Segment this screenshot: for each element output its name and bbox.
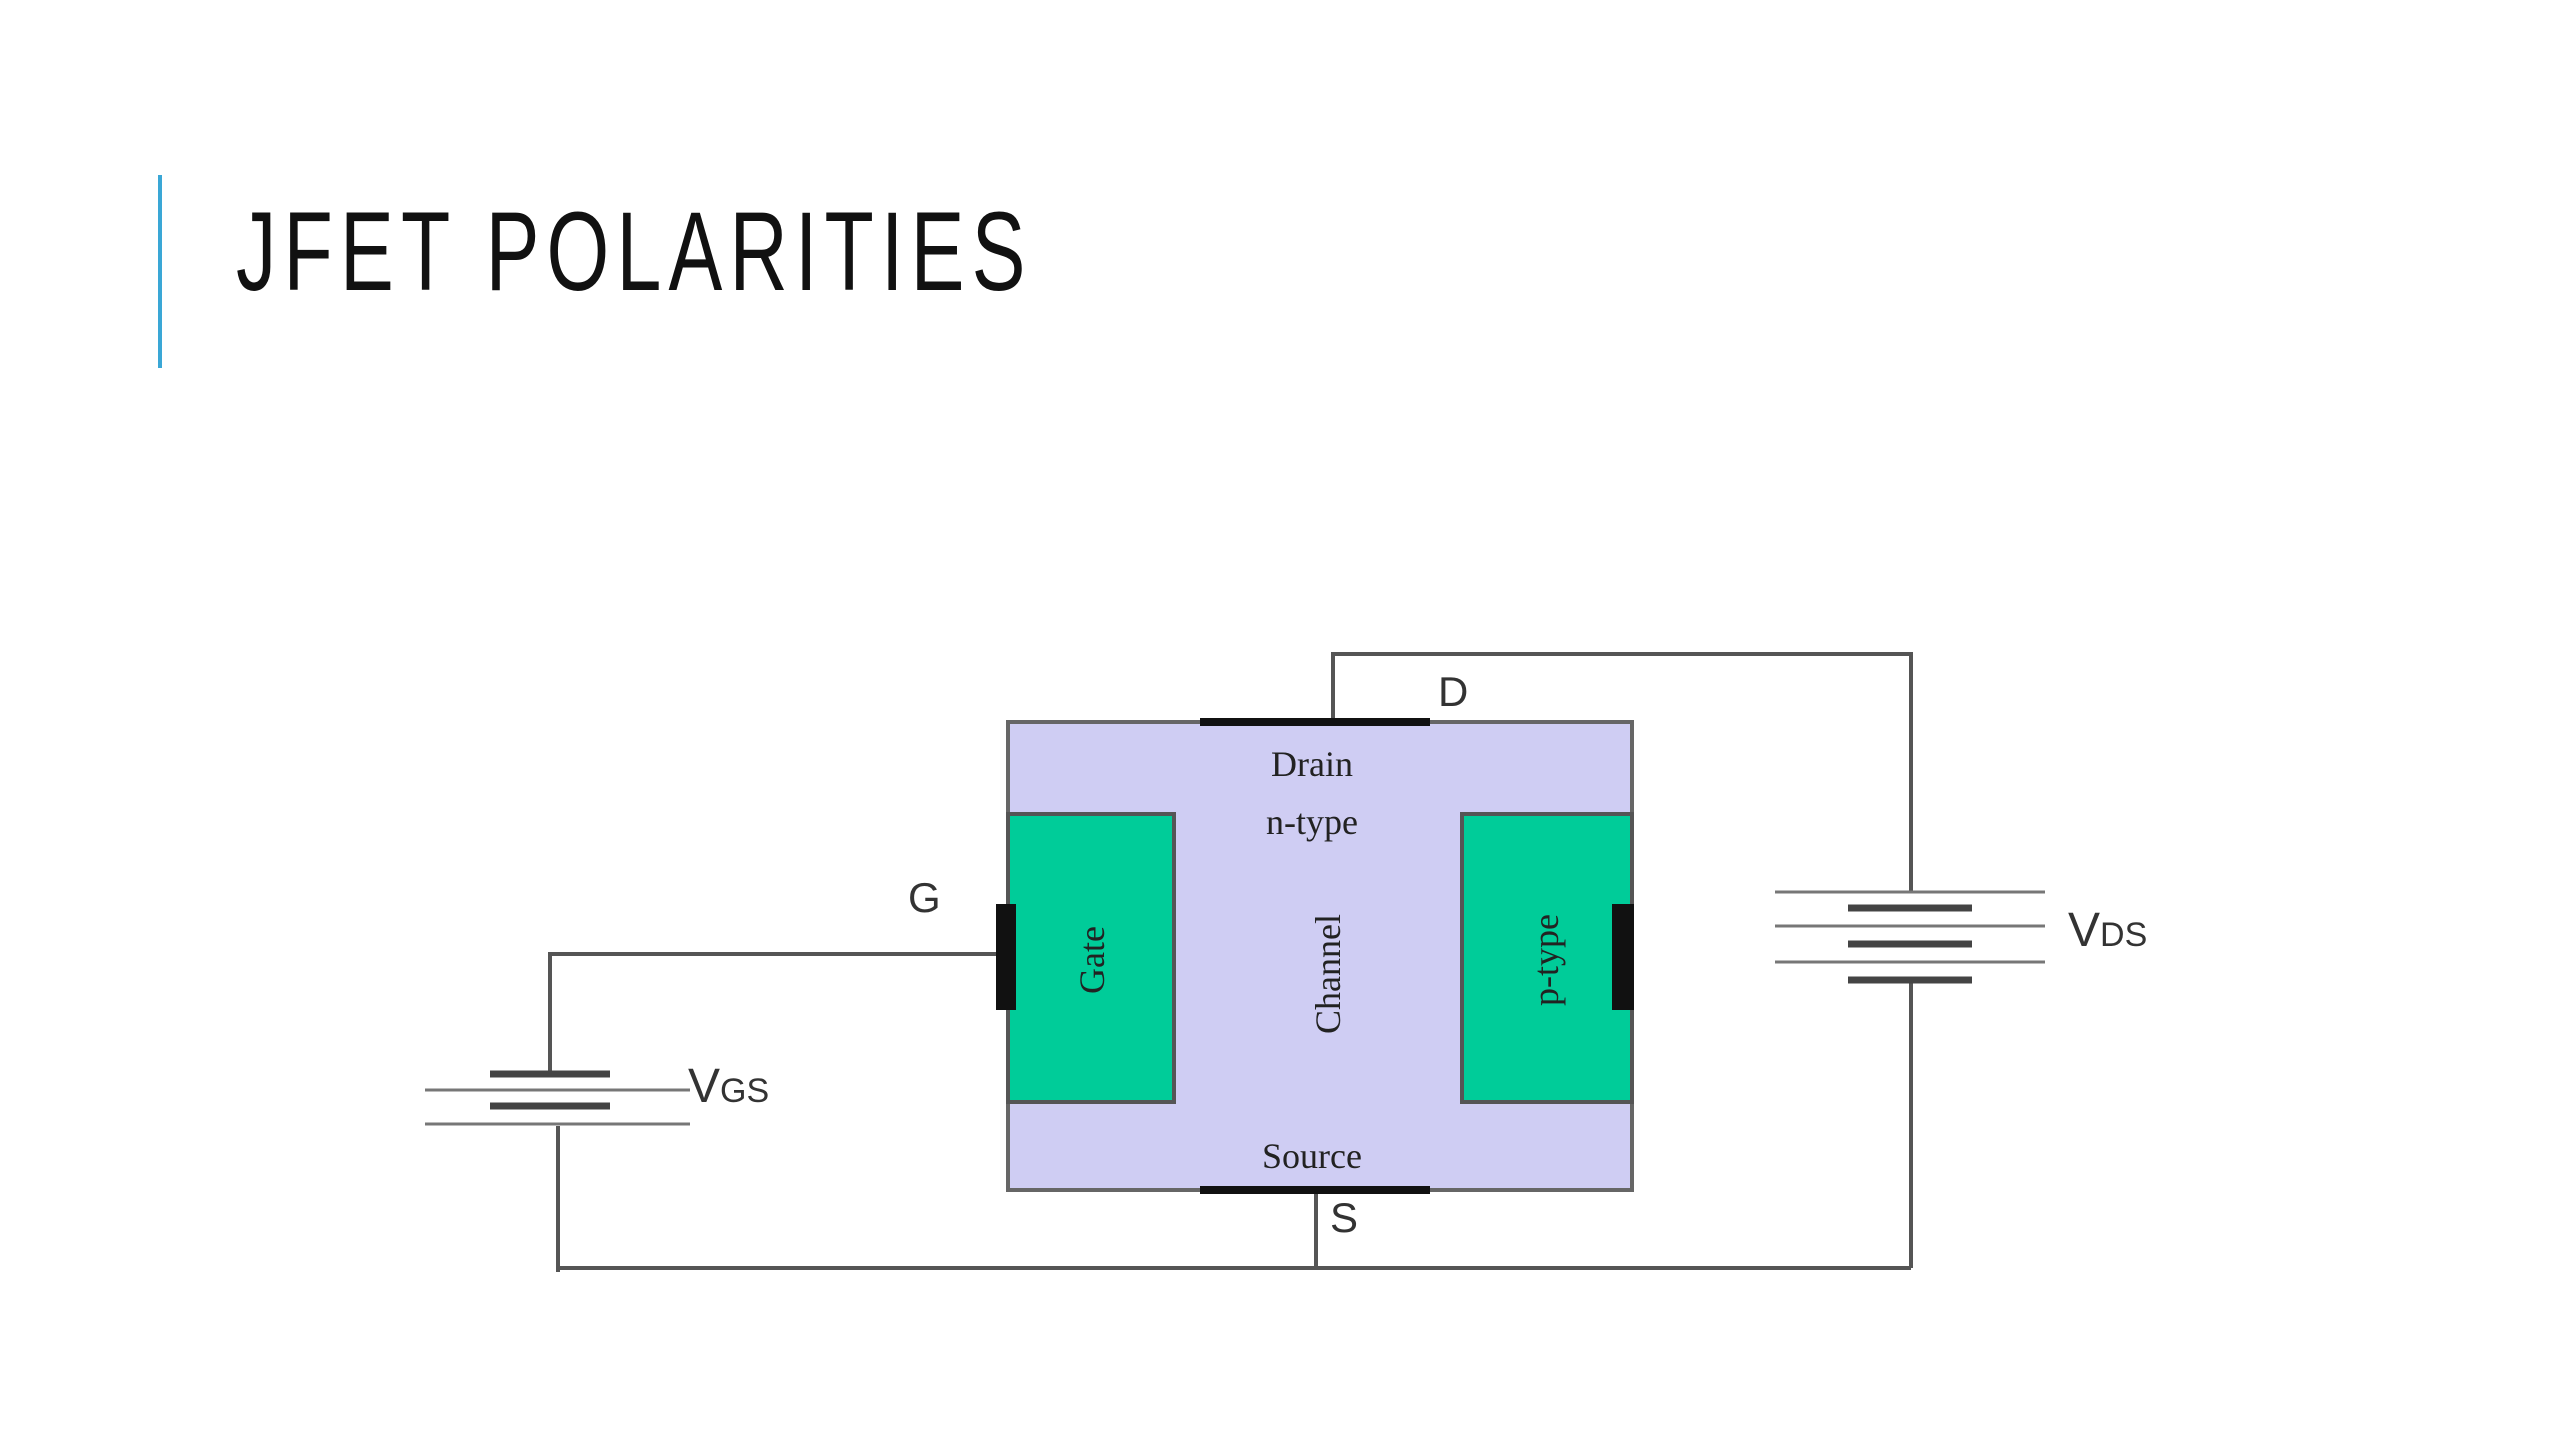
title-accent-bar [158, 175, 162, 368]
p-type-region-label: p-type [1526, 914, 1566, 1006]
source-terminal-label: S [1330, 1194, 1358, 1241]
gate-region-label: Gate [1072, 926, 1112, 994]
gate-region-left [1006, 812, 1176, 1104]
vds-label: VDS [2068, 904, 2147, 957]
gate-terminal-label: G [908, 874, 941, 921]
vds-label-sub: DS [2100, 916, 2147, 954]
wire-gate-vgs [548, 952, 1004, 1074]
slide-title: JFET POLARITIES [236, 189, 1033, 314]
drain-terminal-label: D [1438, 668, 1468, 715]
channel-type-label: n-type [1266, 802, 1358, 842]
drain-contact [1200, 718, 1430, 726]
vgs-label-main: V [688, 1060, 720, 1113]
wire-drain-vds [1331, 652, 1913, 892]
source-region-label: Source [1262, 1136, 1362, 1176]
vgs-battery [425, 1070, 690, 1126]
vgs-label: VGS [688, 1060, 769, 1113]
drain-region-label: Drain [1271, 744, 1353, 784]
vgs-label-sub: GS [720, 1072, 769, 1110]
source-contact [1200, 1186, 1430, 1194]
terminal-contacts [996, 718, 1634, 1194]
gate-contact-right [1612, 904, 1634, 1010]
vds-battery [1775, 890, 2045, 984]
circuit-wires [548, 652, 1913, 1272]
channel-label: Channel [1308, 914, 1348, 1034]
vds-label-main: V [2068, 904, 2100, 957]
gate-contact-left [996, 904, 1016, 1010]
